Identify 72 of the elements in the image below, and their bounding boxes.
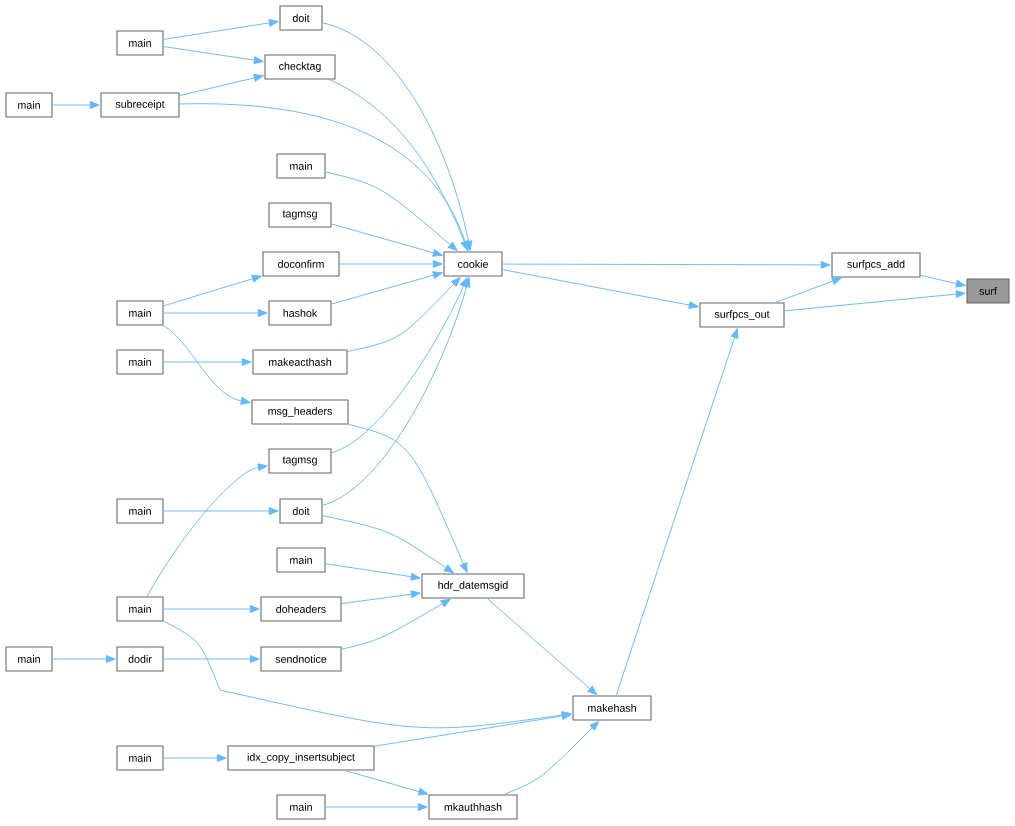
function-box: hashok bbox=[268, 300, 332, 326]
arrow bbox=[163, 507, 279, 515]
function-box: tagmsg bbox=[268, 202, 332, 228]
arrow bbox=[331, 271, 443, 305]
function-box: makeacthash bbox=[252, 349, 348, 375]
function-box: doheaders bbox=[260, 596, 342, 622]
arrow bbox=[325, 171, 458, 252]
arrow bbox=[341, 598, 451, 650]
arrow bbox=[163, 309, 268, 317]
function-box: doconfirm bbox=[262, 251, 340, 277]
arrow bbox=[52, 655, 116, 663]
arrow bbox=[163, 754, 227, 762]
arrow bbox=[615, 328, 739, 696]
function-box: cookie bbox=[443, 251, 503, 277]
function-box: main bbox=[116, 300, 164, 326]
arrow bbox=[163, 605, 260, 613]
arrow bbox=[331, 277, 468, 454]
arrow bbox=[163, 274, 262, 307]
arrow bbox=[344, 770, 429, 796]
arrow bbox=[325, 563, 421, 581]
function-box: main bbox=[116, 30, 164, 56]
function-box: main bbox=[116, 745, 164, 771]
function-box: main bbox=[276, 794, 326, 820]
arrow bbox=[331, 223, 443, 257]
arrow bbox=[179, 103, 470, 251]
arrow bbox=[920, 274, 966, 288]
function-box: tagmsg bbox=[268, 448, 332, 474]
function-box: doit bbox=[279, 5, 323, 31]
arrow bbox=[486, 598, 598, 696]
function-box: doit bbox=[279, 498, 323, 524]
function-box: msg_headers bbox=[251, 399, 349, 425]
arrow bbox=[163, 46, 264, 65]
arrow bbox=[784, 290, 966, 312]
arrow bbox=[348, 423, 468, 573]
function-box: makehash bbox=[572, 695, 652, 721]
function-box: main bbox=[276, 547, 326, 573]
function-box: main bbox=[5, 92, 53, 118]
function-box: subreceipt bbox=[100, 92, 180, 118]
arrow bbox=[341, 590, 421, 605]
arrow bbox=[322, 515, 454, 574]
function-box: main bbox=[116, 349, 164, 375]
function-box: surf bbox=[966, 278, 1010, 304]
function-box: sendnotice bbox=[260, 646, 342, 672]
arrow bbox=[347, 277, 461, 353]
function-box: main bbox=[116, 498, 164, 524]
arrow bbox=[179, 73, 264, 97]
arrow bbox=[325, 803, 428, 811]
arrow bbox=[162, 325, 251, 405]
function-box: dodir bbox=[116, 646, 164, 672]
arrow bbox=[775, 277, 842, 303]
function-box: surfpcs_out bbox=[699, 302, 785, 328]
arrow bbox=[502, 269, 699, 309]
function-box: checktag bbox=[264, 54, 336, 80]
function-box: surfpcs_add bbox=[831, 252, 921, 278]
arrow bbox=[503, 721, 599, 795]
arrow bbox=[502, 260, 831, 269]
function-box: mkauthhash bbox=[428, 794, 518, 820]
arrow bbox=[163, 19, 279, 40]
arrow bbox=[163, 358, 252, 366]
arrow bbox=[163, 620, 572, 729]
function-box: hdr_datemsgid bbox=[421, 573, 525, 599]
function-box: main bbox=[116, 596, 164, 622]
function-box: idx_copy_insertsubject bbox=[227, 745, 375, 771]
function-box: main bbox=[276, 153, 326, 179]
arrow bbox=[339, 260, 443, 268]
arrow bbox=[52, 101, 100, 109]
arrow bbox=[374, 712, 572, 747]
arrow bbox=[146, 463, 268, 597]
arrow bbox=[163, 655, 260, 663]
function-box: main bbox=[5, 646, 53, 672]
arrow bbox=[322, 22, 473, 251]
arrow bbox=[322, 277, 471, 506]
